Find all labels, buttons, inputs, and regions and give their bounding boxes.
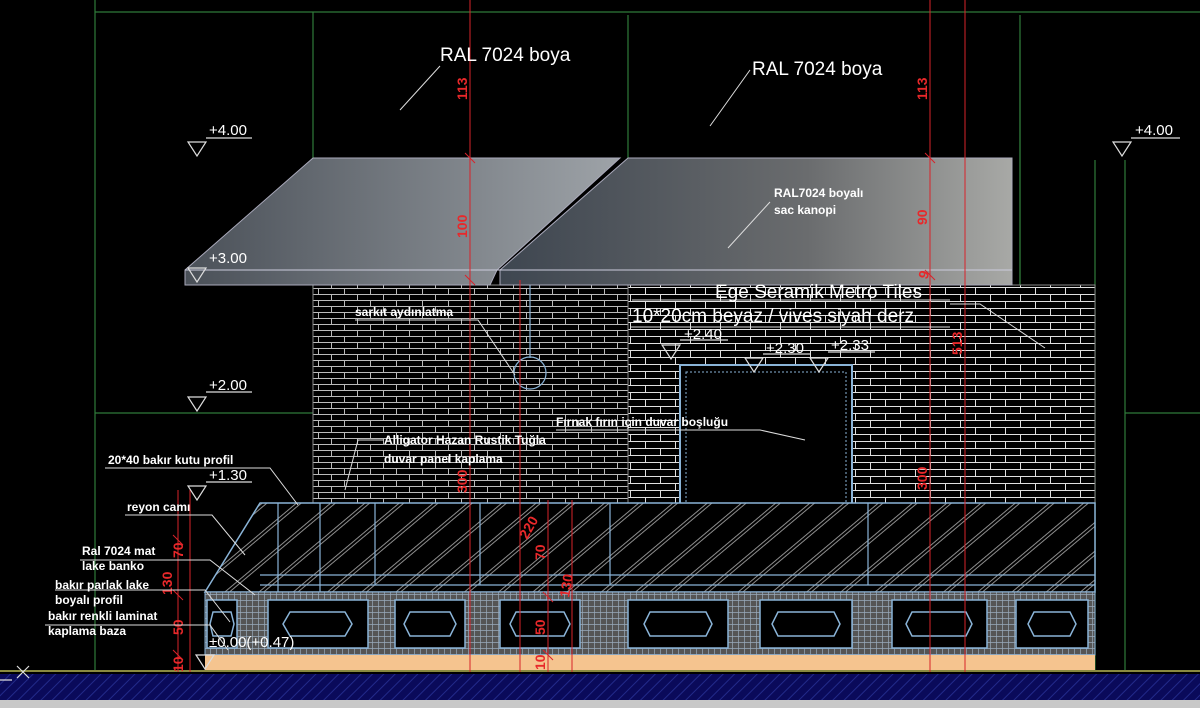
level-marker-icon — [194, 654, 216, 671]
dim-300-left: 300 — [454, 469, 470, 493]
dim-10-center: 10 — [532, 654, 548, 670]
level-000: ±0.00(+0.47) — [209, 634, 294, 651]
level-230: +2.30 — [766, 340, 804, 357]
leader-lines — [45, 65, 1046, 651]
canopy-note-line1: RAL7024 boyalı — [774, 186, 863, 200]
glass-note: reyon camı — [127, 500, 190, 514]
level-400-left: +4.00 — [209, 122, 247, 139]
level-marker-icon — [808, 351, 875, 374]
paint-note-right: RAL 7024 boya — [752, 59, 883, 80]
level-marker-icon — [186, 137, 252, 158]
canopy-right — [499, 157, 1013, 286]
level-marker-icon — [743, 353, 810, 374]
profile-note: 20*40 bakır kutu profil — [108, 453, 233, 467]
dim-70-center: 70 — [532, 544, 548, 560]
level-240: +2.40 — [684, 326, 722, 343]
level-300: +3.00 — [209, 250, 247, 267]
brick-note-line1: Alligator Hazan Rustik Tuğla — [384, 433, 546, 447]
level-130: +1.30 — [209, 467, 247, 484]
tiles-note-line2: 10*20cm beyaz / vives siyah derz — [632, 306, 914, 327]
paint-note-left: RAL 7024 boya — [440, 45, 571, 66]
oven-opening — [679, 364, 853, 506]
base-note-line1: bakır renkli laminat — [48, 609, 157, 623]
dim-130-center: 130 — [556, 573, 576, 599]
oven-opening-note: Fırnak fırın için duvar boşluğu — [556, 415, 728, 429]
display-glass — [203, 502, 1096, 593]
dim-113-right: 113 — [914, 77, 930, 100]
copper-profile-note-line1: bakır parlak lake — [55, 578, 149, 592]
base-panels — [206, 599, 1089, 649]
level-400-right: +4.00 — [1135, 122, 1173, 139]
dim-113-left: 113 — [454, 77, 470, 100]
counter-note-line1: Ral 7024 mat — [82, 544, 155, 558]
level-markers — [186, 137, 1180, 671]
dim-50-left: 50 — [170, 619, 186, 635]
dim-90: 90 — [914, 209, 930, 225]
base-note-line2: kaplama baza — [48, 624, 126, 638]
level-marker-icon — [660, 339, 728, 361]
dim-10-left: 10 — [170, 656, 186, 672]
dim-130-left: 130 — [159, 571, 175, 595]
canopy-note-line2: sac kanopi — [774, 203, 836, 217]
dim-70-left: 70 — [170, 542, 186, 558]
copper-profile-note-line2: boyalı profil — [55, 593, 123, 607]
status-bar — [0, 700, 1200, 708]
level-marker-icon — [186, 267, 208, 284]
pendant-light-note: sarkıt aydınlatma — [355, 305, 453, 319]
brick-note-line2: duvar panel kaplama — [384, 452, 503, 466]
dim-50-center: 50 — [532, 619, 548, 635]
level-200: +2.00 — [209, 377, 247, 394]
dimension-lines — [172, 0, 966, 672]
level-233: +2.33 — [831, 337, 869, 354]
ground-hatch — [0, 674, 1200, 700]
level-marker-icon — [186, 391, 252, 413]
copper-base-strip — [205, 655, 1095, 670]
dim-300-right: 300 — [914, 466, 930, 490]
level-marker-icon — [186, 481, 252, 502]
level-marker-icon — [1111, 137, 1180, 158]
tiles-note-line1: Ege Seramik Metro Tiles — [715, 282, 922, 303]
dim-513: 513 — [949, 331, 965, 355]
counter-note-line2: lake banko — [82, 559, 144, 573]
ucs-cross-icon — [0, 665, 30, 681]
dim-100: 100 — [454, 214, 470, 238]
